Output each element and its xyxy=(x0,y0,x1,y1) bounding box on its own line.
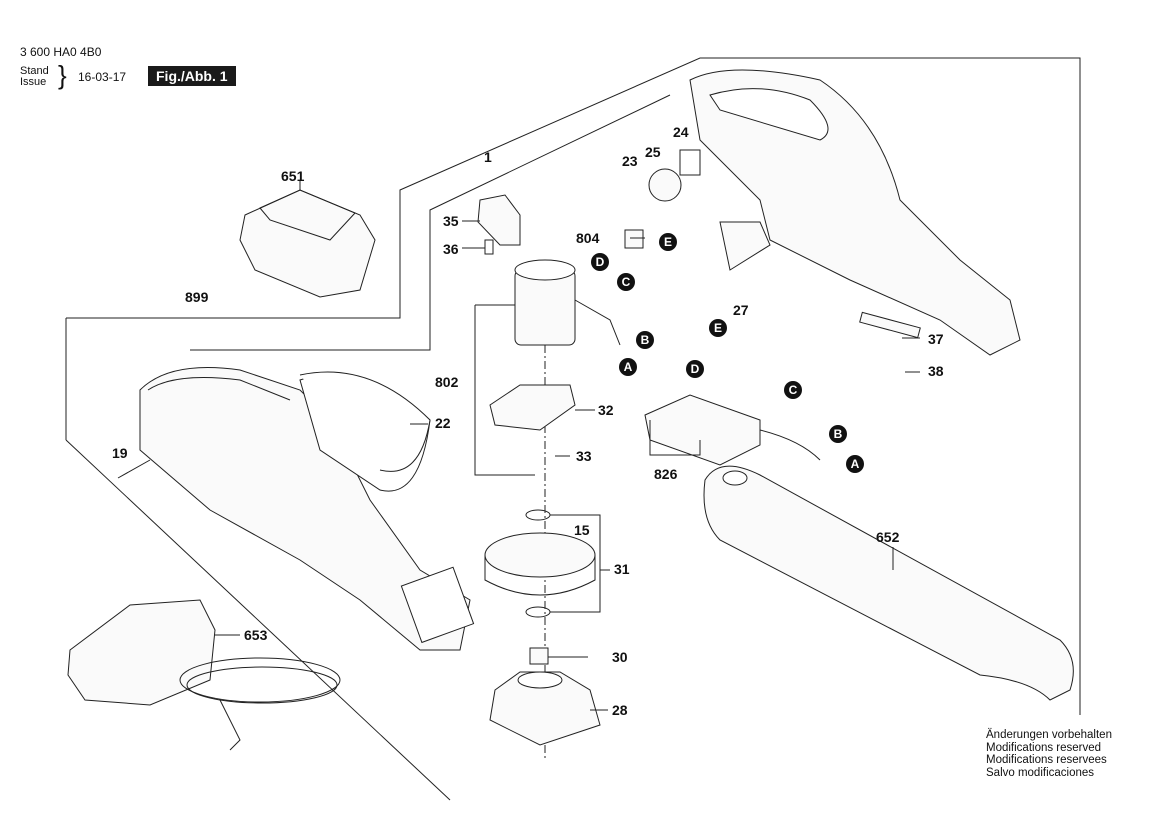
modifications-notice: Änderungen vorbehalten Modifications res… xyxy=(986,729,1112,779)
small-parts-drawing xyxy=(117,149,921,479)
connector-callout-a-board: A xyxy=(846,455,864,473)
part-label-826: 826 xyxy=(654,466,678,482)
connector-callout-c-board: C xyxy=(784,381,802,399)
nozzle-tube-drawing xyxy=(703,465,1074,701)
connector-callout-e-board: E xyxy=(709,319,727,337)
part-label-37: 37 xyxy=(928,331,944,347)
rear-housing-drawing xyxy=(689,69,1021,356)
part-label-15: 15 xyxy=(574,522,590,538)
connector-callout-b: B xyxy=(636,331,654,349)
part-label-23: 23 xyxy=(622,153,638,169)
part-label-19: 19 xyxy=(112,445,128,461)
stand-label: Stand xyxy=(20,65,49,77)
part-label-652: 652 xyxy=(876,529,900,545)
group-line-lower xyxy=(65,439,451,801)
connector-callout-a: A xyxy=(619,358,637,376)
part-label-1: 1 xyxy=(484,149,492,165)
connector-callout-e: E xyxy=(659,233,677,251)
group-line-899 xyxy=(66,57,1081,715)
figure-label: Fig./Abb. 1 xyxy=(148,66,236,86)
base-drawing xyxy=(489,647,601,746)
brace-glyph: } xyxy=(58,60,67,90)
part-label-899: 899 xyxy=(185,289,209,305)
plate-drawing xyxy=(489,384,595,431)
part-label-28: 28 xyxy=(612,702,628,718)
part-label-653: 653 xyxy=(244,627,268,643)
stand-issue-label: Stand Issue xyxy=(20,66,49,88)
connector-callout-d-board: D xyxy=(686,360,704,378)
part-label-33: 33 xyxy=(576,448,592,464)
part-label-36: 36 xyxy=(443,241,459,257)
issue-date: 16-03-17 xyxy=(78,70,127,84)
part-label-35: 35 xyxy=(443,213,459,229)
charger-drawing xyxy=(67,599,341,751)
notice-line-es: Salvo modificaciones xyxy=(986,766,1095,779)
notice-line-de: Änderungen vorbehalten xyxy=(986,729,1112,741)
part-label-38: 38 xyxy=(928,363,944,379)
connector-callout-c: C xyxy=(617,273,635,291)
control-board-drawing xyxy=(644,394,821,466)
issue-label: Issue xyxy=(20,76,47,88)
part-label-25: 25 xyxy=(645,144,661,160)
part-label-30: 30 xyxy=(612,649,628,665)
notice-line-fr: Modifications reservees xyxy=(986,754,1107,766)
part-label-31: 31 xyxy=(614,561,630,577)
part-label-804: 804 xyxy=(576,230,600,246)
part-label-802: 802 xyxy=(435,374,459,390)
leader-lines xyxy=(215,220,920,711)
document-number: 3 600 HA0 4B0 xyxy=(20,45,102,59)
notice-line-en: Modifications reserved xyxy=(986,741,1102,754)
battery-pack-drawing xyxy=(239,180,376,298)
part-label-32: 32 xyxy=(598,402,614,418)
fan-drawing xyxy=(484,509,601,618)
connector-callout-b-board: B xyxy=(829,425,847,443)
part-label-651: 651 xyxy=(281,168,305,184)
part-label-27: 27 xyxy=(733,302,749,318)
connector-callout-d: D xyxy=(591,253,609,271)
group-line-main xyxy=(190,94,671,351)
part-label-24: 24 xyxy=(673,124,689,140)
part-label-22: 22 xyxy=(435,415,451,431)
